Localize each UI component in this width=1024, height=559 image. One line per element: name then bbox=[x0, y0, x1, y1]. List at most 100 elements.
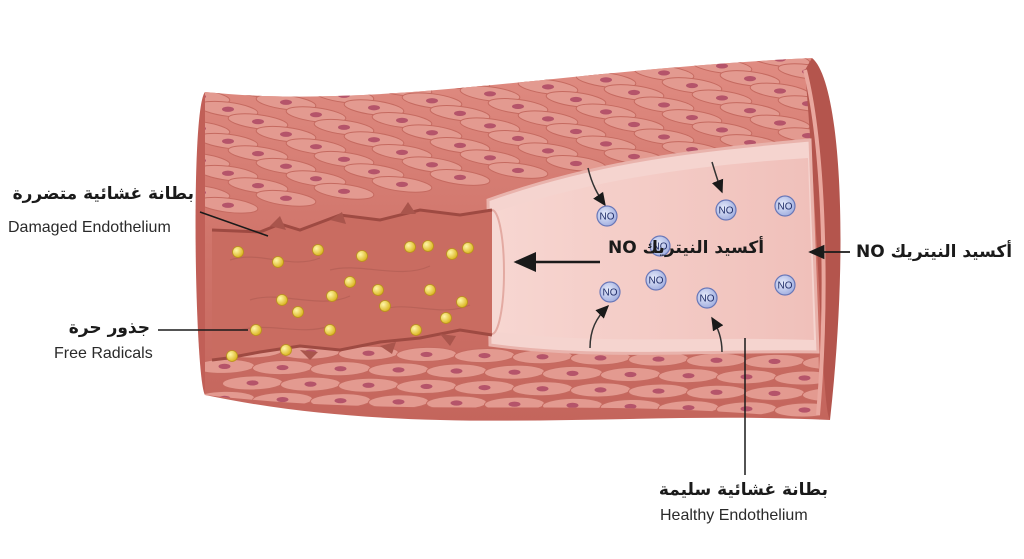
damaged-leader-line bbox=[199, 211, 269, 237]
muscle-cell bbox=[661, 58, 723, 62]
cell-nucleus bbox=[338, 156, 350, 162]
cell-nucleus bbox=[420, 351, 433, 358]
no-molecule-label: NO bbox=[778, 202, 793, 213]
cell-nucleus bbox=[252, 87, 264, 93]
cell-nucleus bbox=[310, 176, 322, 182]
cell-nucleus bbox=[827, 424, 839, 429]
cell-nucleus bbox=[600, 45, 612, 50]
cell-nucleus bbox=[338, 188, 350, 194]
muscle-cell bbox=[517, 58, 579, 64]
cell-nucleus bbox=[454, 78, 466, 84]
cell-nucleus bbox=[628, 153, 640, 160]
no-molecule: NO bbox=[645, 269, 667, 291]
no-molecule-label: NO bbox=[600, 212, 615, 223]
cell-nucleus bbox=[368, 169, 380, 175]
muscle-cell bbox=[774, 434, 834, 449]
free-radical bbox=[324, 324, 336, 336]
cell-nucleus bbox=[542, 148, 554, 154]
cell-nucleus bbox=[658, 70, 670, 76]
cell-nucleus bbox=[426, 130, 438, 136]
free-radical bbox=[462, 242, 474, 254]
cell-nucleus bbox=[252, 151, 264, 157]
cell-nucleus bbox=[362, 350, 375, 356]
no-diffusion-arrows bbox=[587, 161, 724, 353]
no-molecule: NO bbox=[715, 199, 737, 221]
free-radical bbox=[232, 246, 244, 258]
cell-nucleus bbox=[798, 407, 811, 413]
no-molecule-label: NO bbox=[778, 281, 793, 292]
cell-nucleus bbox=[304, 413, 317, 419]
muscle-cell bbox=[686, 416, 747, 420]
vessel-left-opening bbox=[195, 92, 205, 395]
free-radical bbox=[440, 312, 452, 324]
cell-nucleus bbox=[310, 144, 322, 150]
cell-nucleus bbox=[628, 89, 640, 96]
cell-nucleus bbox=[570, 128, 582, 135]
cell-nucleus bbox=[768, 358, 781, 364]
cell-nucleus bbox=[362, 382, 375, 388]
muscle-cell bbox=[484, 429, 544, 444]
muscle-cell bbox=[401, 60, 463, 78]
cell-nucleus bbox=[744, 108, 756, 114]
cell-nucleus bbox=[368, 137, 380, 143]
cell-nucleus bbox=[508, 401, 521, 407]
cell-nucleus bbox=[512, 103, 524, 110]
cell-nucleus bbox=[711, 422, 723, 427]
cell-nucleus bbox=[454, 174, 466, 180]
no-molecule-label: NO bbox=[603, 288, 618, 299]
cell-nucleus bbox=[396, 117, 408, 123]
cell-nucleus bbox=[280, 99, 292, 105]
cell-nucleus bbox=[798, 375, 811, 381]
cell-nucleus bbox=[799, 439, 811, 444]
cell-nucleus bbox=[484, 59, 496, 65]
free-radical bbox=[446, 248, 458, 260]
free-radical bbox=[372, 284, 384, 296]
no-molecule-label: NO bbox=[719, 206, 734, 217]
cell-nucleus bbox=[512, 135, 524, 142]
cell-nucleus bbox=[246, 380, 259, 386]
cell-nucleus bbox=[741, 438, 753, 443]
cell-nucleus bbox=[594, 387, 607, 393]
cell-nucleus bbox=[536, 354, 549, 360]
cell-nucleus bbox=[484, 91, 496, 97]
cell-nucleus bbox=[396, 181, 408, 187]
no-molecule: NO bbox=[649, 235, 671, 257]
leader-lines bbox=[158, 211, 746, 475]
free-radical bbox=[404, 241, 416, 253]
cell-nucleus bbox=[512, 71, 524, 78]
cell-nucleus bbox=[451, 432, 463, 437]
cell-nucleus bbox=[277, 429, 289, 434]
free-radical bbox=[326, 290, 338, 302]
cell-nucleus bbox=[393, 431, 405, 436]
cell-nucleus bbox=[716, 63, 728, 69]
cell-nucleus bbox=[570, 160, 582, 167]
cell-nucleus bbox=[542, 116, 554, 122]
cell-nucleus bbox=[484, 155, 496, 161]
cell-nucleus bbox=[658, 102, 670, 108]
free-radical bbox=[280, 344, 292, 356]
cell-nucleus bbox=[716, 95, 728, 101]
muscle-cell bbox=[343, 67, 405, 85]
cell-nucleus bbox=[338, 92, 350, 98]
muscle-cell bbox=[716, 433, 776, 448]
cell-nucleus bbox=[682, 373, 695, 379]
muscle-cell bbox=[658, 432, 718, 447]
cell-nucleus bbox=[774, 88, 786, 94]
free-radical bbox=[276, 294, 288, 306]
cell-nucleus bbox=[744, 44, 756, 49]
cell-nucleus bbox=[710, 389, 723, 395]
muscle-cell bbox=[252, 424, 312, 439]
cell-nucleus bbox=[509, 434, 521, 439]
cell-nucleus bbox=[600, 77, 612, 83]
cell-nucleus bbox=[280, 163, 292, 169]
cell-nucleus bbox=[566, 370, 579, 376]
cell-nucleus bbox=[219, 428, 231, 433]
cell-nucleus bbox=[628, 58, 640, 64]
cell-nucleus bbox=[774, 24, 786, 29]
cell-nucleus bbox=[218, 363, 231, 369]
cell-nucleus bbox=[774, 58, 786, 62]
cell-nucleus bbox=[624, 371, 637, 378]
cell-nucleus bbox=[594, 419, 607, 420]
cell-nucleus bbox=[392, 399, 405, 405]
